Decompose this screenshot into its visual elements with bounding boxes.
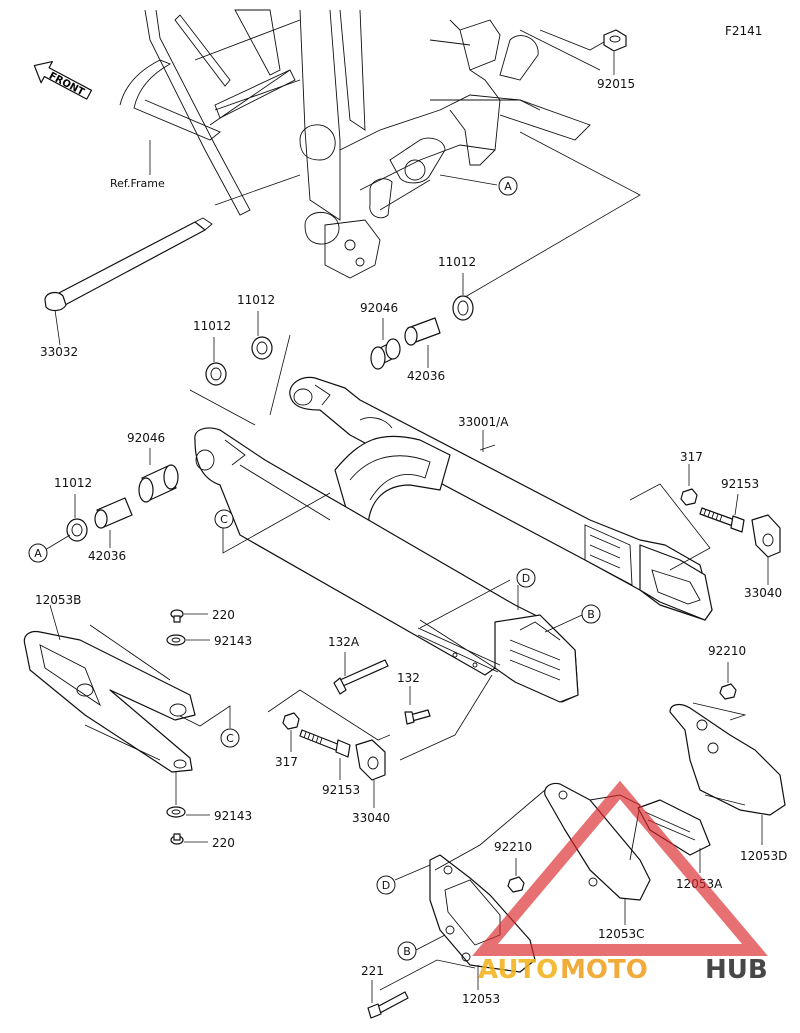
callout-b-lower: [397, 941, 417, 961]
collar-92143-bottom: [166, 806, 186, 818]
nut-317-left: [282, 712, 300, 730]
callout-a-left: [28, 543, 48, 563]
svg-text:B: B: [403, 945, 411, 958]
bolt-92153-left: [299, 729, 351, 758]
part-11012-label-left: 11012: [193, 319, 231, 333]
part-92210-label-top: 92210: [708, 644, 746, 658]
part-11012-label-bottom-left: 11012: [54, 476, 92, 490]
svg-text:B: B: [587, 608, 595, 621]
chain-guide-plate-12053: [429, 789, 546, 973]
part-33040-label-right: 33040: [744, 586, 782, 600]
part-11012-label-top: 11012: [438, 255, 476, 269]
part-42036-label-right: 42036: [407, 369, 445, 383]
front-label: FRONT: [47, 71, 86, 99]
collar-42036-left: [94, 497, 133, 529]
callout-c-mid: [214, 509, 234, 529]
screw-220-top: [170, 609, 184, 623]
plate-33040-right: [751, 514, 781, 558]
part-220-label-top: 220: [212, 608, 235, 622]
svg-text:D: D: [522, 572, 530, 585]
chain-guide-12053d: [669, 703, 786, 816]
part-12053-label: 12053: [462, 992, 500, 1006]
part-92210-label-bottom: 92210: [494, 840, 532, 854]
callout-b-mid: [581, 604, 601, 624]
frame-reference: [119, 9, 601, 279]
nut-92210-top: [719, 683, 737, 700]
part-92046-label-right: 92046: [360, 301, 398, 315]
callout-a-top: [498, 176, 518, 196]
watermark-triangle-icon: [472, 780, 768, 956]
collar-42036-right: [404, 317, 441, 346]
nut-92210-bottom: [507, 876, 525, 893]
plate-33040-left: [355, 739, 386, 781]
bolt-132: [404, 709, 431, 725]
watermark-logo-moto: MOTO: [560, 955, 648, 985]
svg-text:D: D: [382, 879, 390, 892]
callout-d-lower: [376, 875, 396, 895]
seal-11012-bottom-left: [66, 518, 88, 542]
svg-text:A: A: [504, 180, 512, 193]
figure-code: F2141: [725, 24, 762, 38]
part-11012-label-mid: 11012: [237, 293, 275, 307]
part-42036-label-left: 42036: [88, 549, 126, 563]
part-12053c-label: 12053C: [598, 927, 645, 941]
part-132-label: 132: [397, 671, 420, 685]
part-33040-label-left: 33040: [352, 811, 390, 825]
bearing-92046-right: [370, 338, 401, 370]
part-92153-label-right: 92153: [721, 477, 759, 491]
part-92015-label: 92015: [597, 77, 635, 91]
part-12053b-label: 12053B: [35, 593, 81, 607]
svg-text:C: C: [226, 732, 234, 745]
bolt-92153-right: [699, 507, 745, 533]
seal-11012-mid: [251, 336, 273, 360]
part-33001a-label: 33001/A: [458, 415, 509, 429]
svg-text:C: C: [220, 513, 228, 526]
part-317-label-right: 317: [680, 450, 703, 464]
seal-11012-left: [205, 362, 227, 386]
part-33032-label: 33032: [40, 345, 78, 359]
part-92143-label-bottom: 92143: [214, 809, 252, 823]
part-92143-label-top: 92143: [214, 634, 252, 648]
ref-frame-label: Ref.Frame: [110, 177, 165, 190]
chain-slide-12053b: [23, 624, 196, 773]
nut-317-right: [680, 488, 698, 506]
nut-92015: [603, 29, 627, 52]
part-132a-label: 132A: [328, 635, 360, 649]
part-92153-label-left: 92153: [322, 783, 360, 797]
part-92046-label-left: 92046: [127, 431, 165, 445]
pivot-shaft: [44, 217, 213, 312]
bolt-221: [367, 991, 409, 1019]
callout-c-lower: [220, 728, 240, 748]
watermark-logo-hub: HUB: [705, 955, 768, 985]
front-arrow-icon: FRONT: [33, 60, 93, 100]
bolt-132a: [333, 659, 389, 695]
screw-220-bottom: [170, 833, 184, 845]
svg-text:A: A: [34, 547, 42, 560]
callout-d-mid: [516, 568, 536, 588]
bearing-92046-left: [138, 464, 179, 503]
part-221-label: 221: [361, 964, 384, 978]
collar-92143-top: [166, 634, 186, 646]
part-317-label-left: 317: [275, 755, 298, 769]
part-220-label-bottom: 220: [212, 836, 235, 850]
swingarm-33001: [194, 376, 713, 703]
watermark-logo-auto: AUTO: [478, 955, 558, 985]
automotohub-watermark: AUTO MOTO HUB: [472, 780, 768, 985]
seal-11012-right: [452, 295, 474, 321]
part-12053d-label: 12053D: [740, 849, 787, 863]
